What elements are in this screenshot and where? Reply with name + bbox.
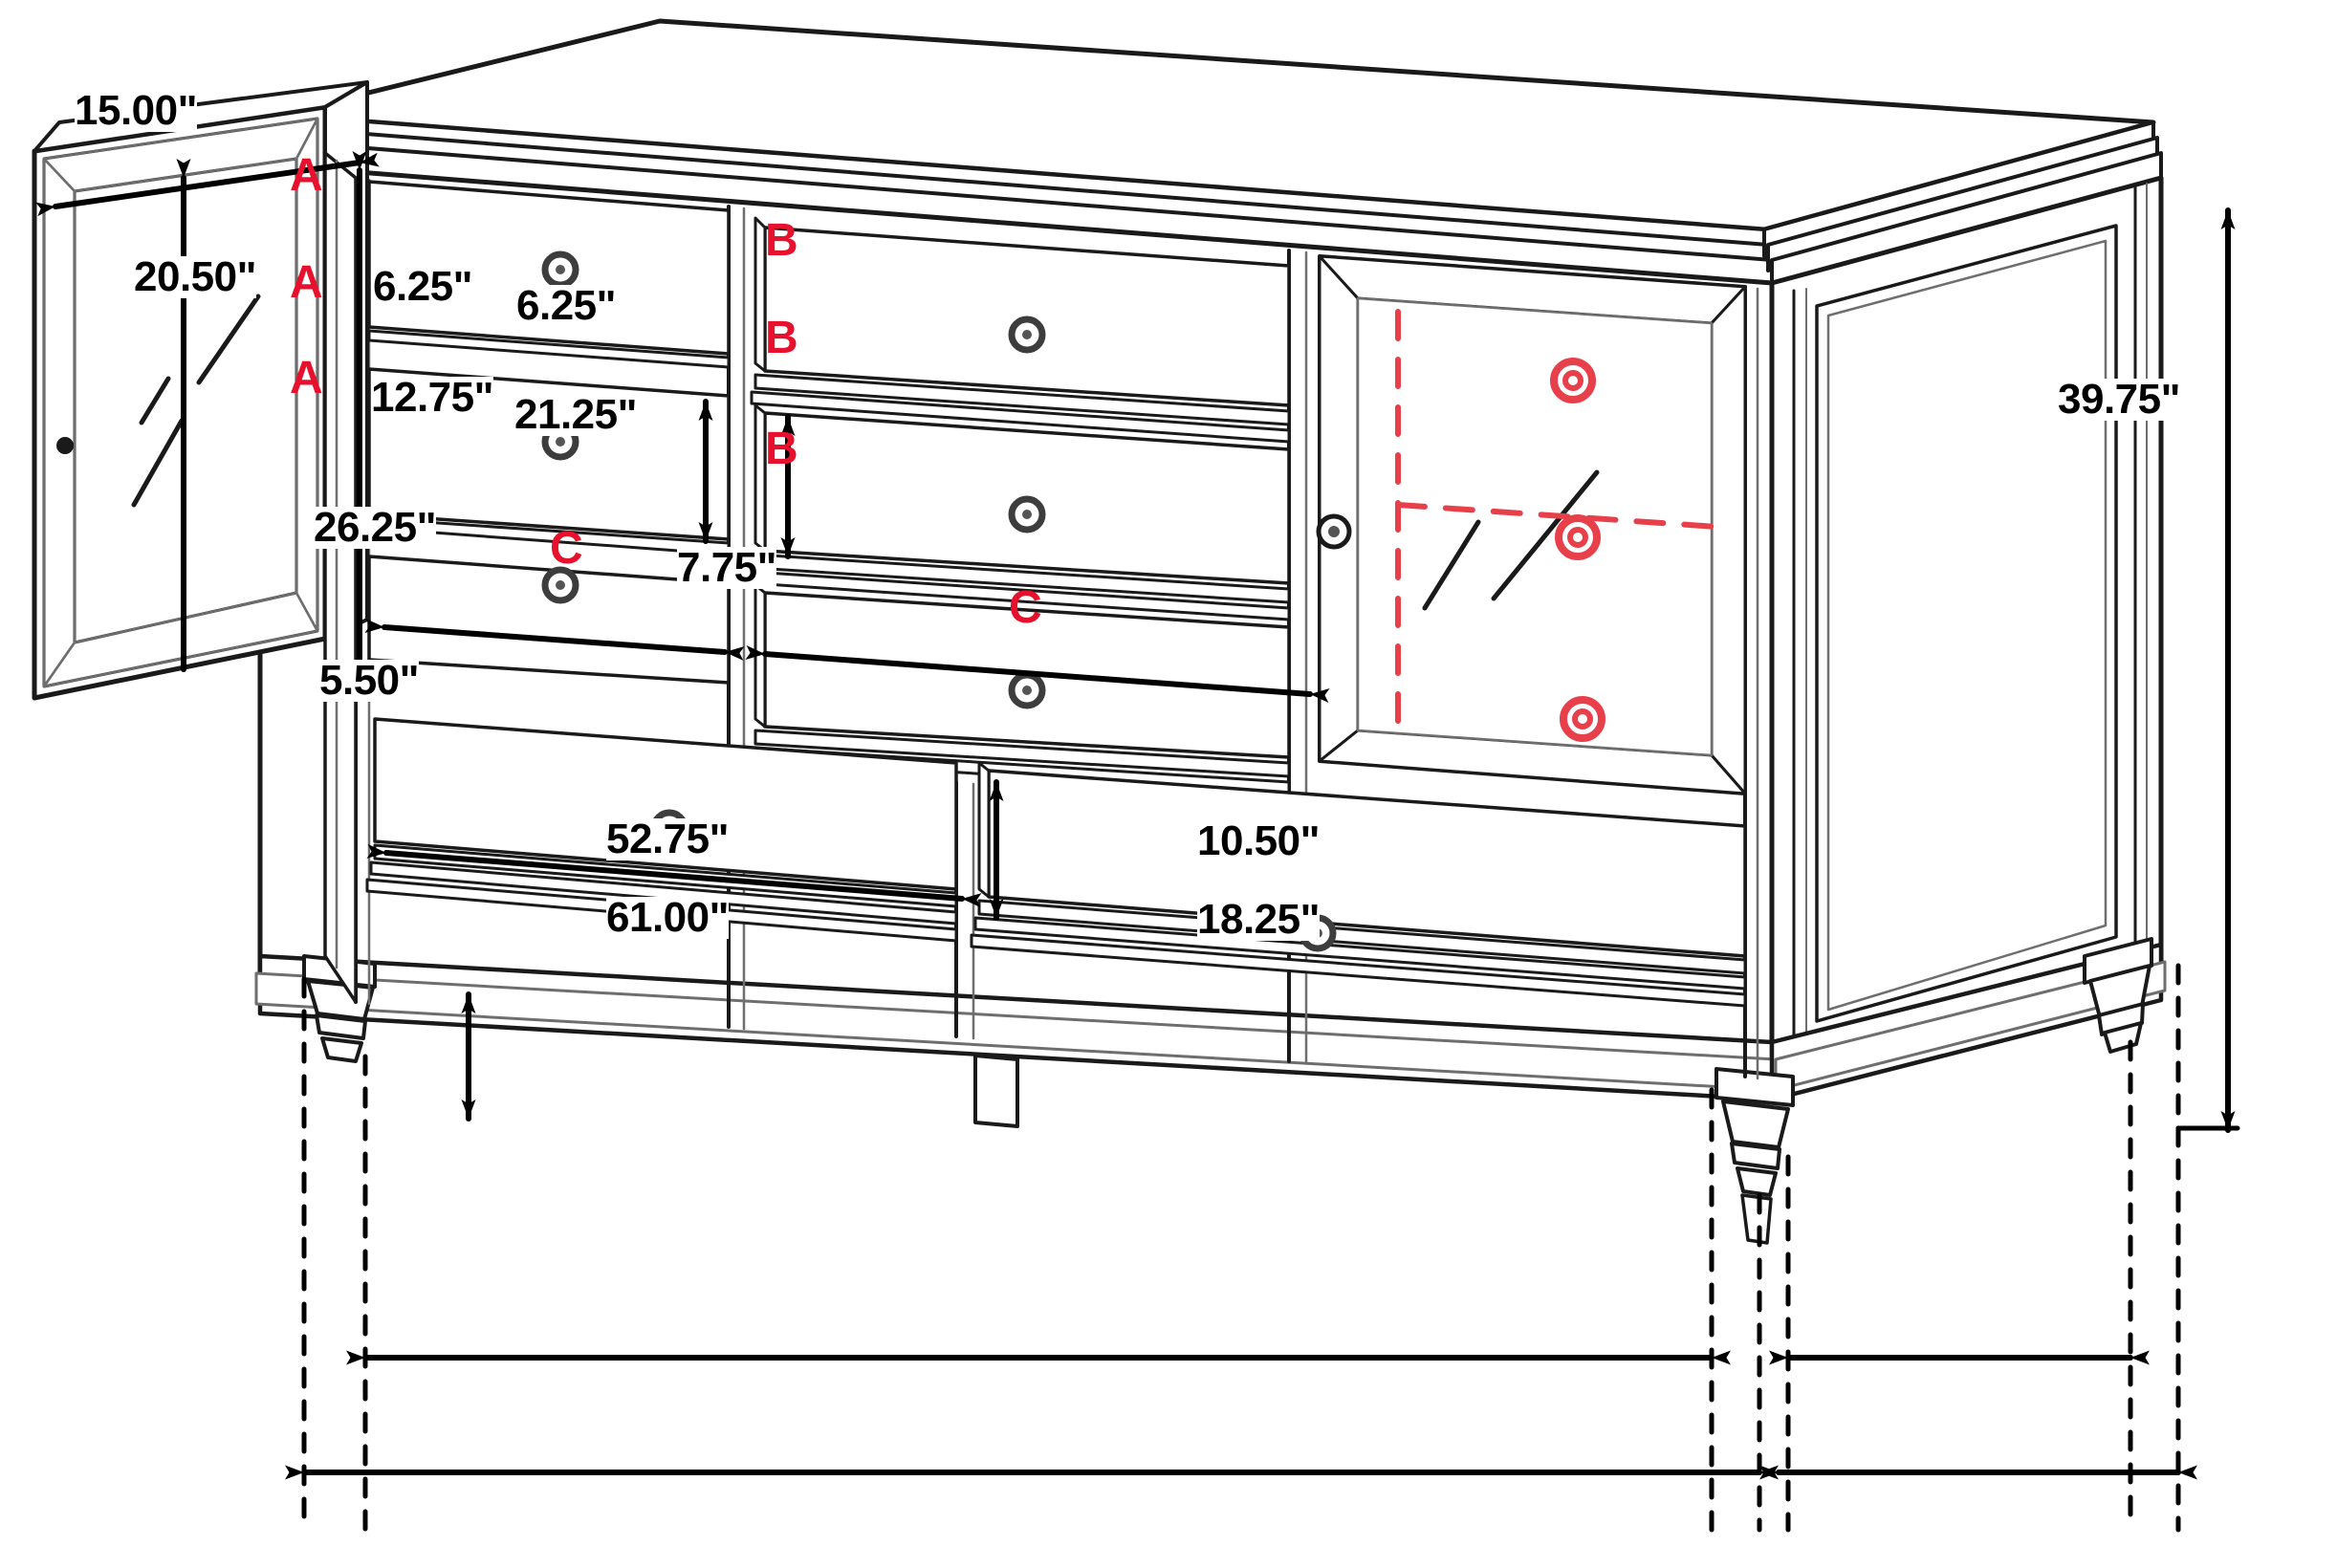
dim-label-overall-width: 61.00" (606, 894, 729, 941)
dimension-lines (35, 151, 2236, 1480)
dim-label-drawer-c-width: 26.25" (314, 504, 436, 551)
part-label-c1: C (550, 523, 583, 574)
case-right-side-panel (1769, 175, 2164, 1083)
dim-label-drawer-a-width: 12.75" (371, 374, 493, 421)
dim-b-drawer-width (745, 645, 1330, 703)
dim-label-door-height: 20.50" (134, 253, 256, 300)
part-label-a2: A (290, 257, 323, 308)
dim-label-overall-height: 39.75" (2058, 376, 2180, 423)
part-label-a1: A (290, 150, 323, 201)
dim-label-drawer-b-height: 6.25" (516, 282, 617, 329)
part-label-b3: B (765, 424, 798, 474)
part-label-c2: C (1009, 582, 1042, 633)
dim-c-drawer-width (366, 843, 982, 908)
shelf-pin-icons (1550, 358, 1605, 742)
dim-label-leg-height: 5.50" (319, 657, 420, 704)
dim-label-drawer-b-width: 21.25" (514, 391, 637, 438)
part-label-a3: A (290, 353, 323, 403)
dim-label-door-width: 15.00" (75, 87, 197, 134)
dim-label-overall-depth: 18.25" (1197, 896, 1320, 943)
leg-rear-right (2083, 937, 2153, 1054)
right-cabinet-door (1318, 254, 1747, 795)
dim-door-width (35, 152, 380, 217)
dim-label-base-width: 52.75" (606, 816, 729, 862)
leg-front-right (1715, 1067, 1795, 1245)
part-label-b1: B (765, 215, 798, 266)
leg-center-rear (973, 1054, 1019, 1128)
right-door-knob-icon (1316, 513, 1352, 550)
dim-label-base-depth: 10.50" (1197, 817, 1320, 864)
dim-label-drawer-c-height: 7.75" (677, 544, 777, 591)
adjustable-shelf-marks (1395, 309, 1734, 730)
dim-a-drawer-width (364, 619, 745, 661)
left-carcass-stile (323, 151, 358, 1004)
dresser-top-surface (258, 18, 2163, 285)
dim-label-drawer-a-height: 6.25" (373, 263, 473, 310)
extension-lines (301, 963, 2240, 1533)
part-label-b2: B (765, 313, 798, 363)
